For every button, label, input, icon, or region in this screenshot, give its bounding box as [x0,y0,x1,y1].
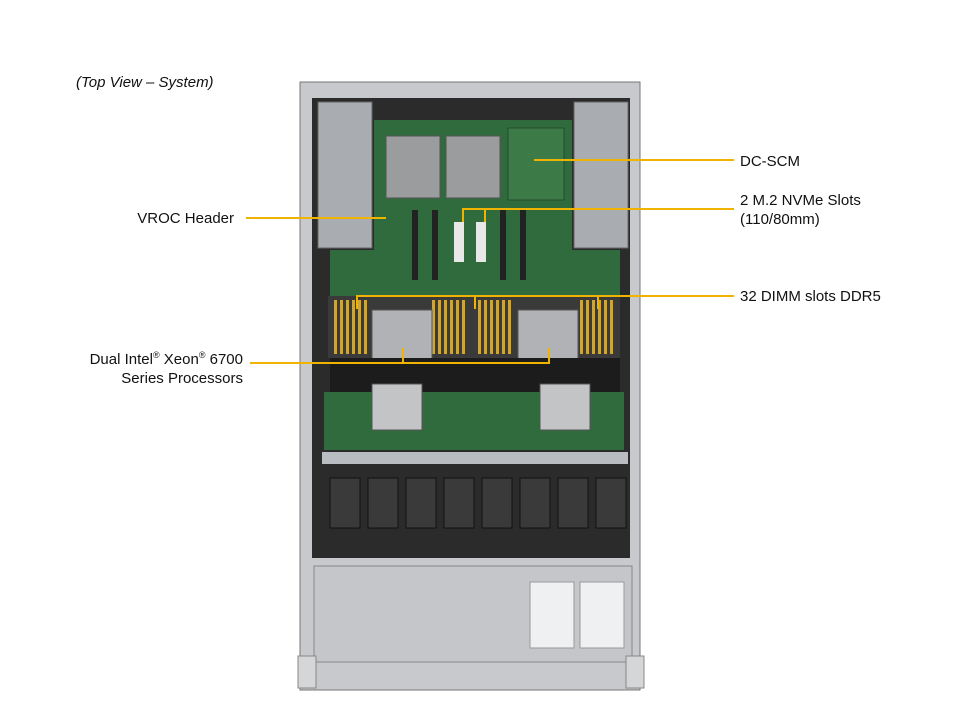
vroc-header-label: VROC Header [137,210,234,227]
processors-model: 6700 [205,351,243,368]
dc-scm-leader [534,159,734,161]
dc-scm-label: DC-SCM [740,153,800,170]
processors-brand: Dual Intel [89,351,153,368]
m2-slots-label-line1: 2 M.2 NVMe Slots [740,192,861,209]
processors-family: Xeon [159,351,199,368]
processors-label: Dual Intel® Xeon® 6700 Series Processors [40,346,243,388]
cpu-leader-v1 [402,348,404,364]
cpu-leader-h [250,362,550,364]
dimm-leader-v3 [597,295,599,309]
processors-label-line2: Series Processors [121,370,243,387]
m2-leader-h [462,208,734,210]
m2-slots-label-line2: (110/80mm) [740,211,820,228]
view-caption: (Top View – System) [76,74,214,91]
dimm-slots-label: 32 DIMM slots DDR5 [740,288,881,305]
vroc-leader [246,217,386,219]
dimm-leader-v1 [356,295,358,309]
processors-label-line1: Dual Intel® Xeon® 6700 [40,346,243,369]
cpu-leader-v2 [548,348,550,364]
dimm-leader-h [356,295,734,297]
dimm-leader-v2 [474,295,476,309]
m2-slots-label: 2 M.2 NVMe Slots (110/80mm) [740,191,861,229]
m2-leader-v2 [484,208,486,222]
m2-leader-v1 [462,208,464,222]
registered-mark-2: ® [198,350,206,360]
registered-mark-1: ® [152,350,160,360]
